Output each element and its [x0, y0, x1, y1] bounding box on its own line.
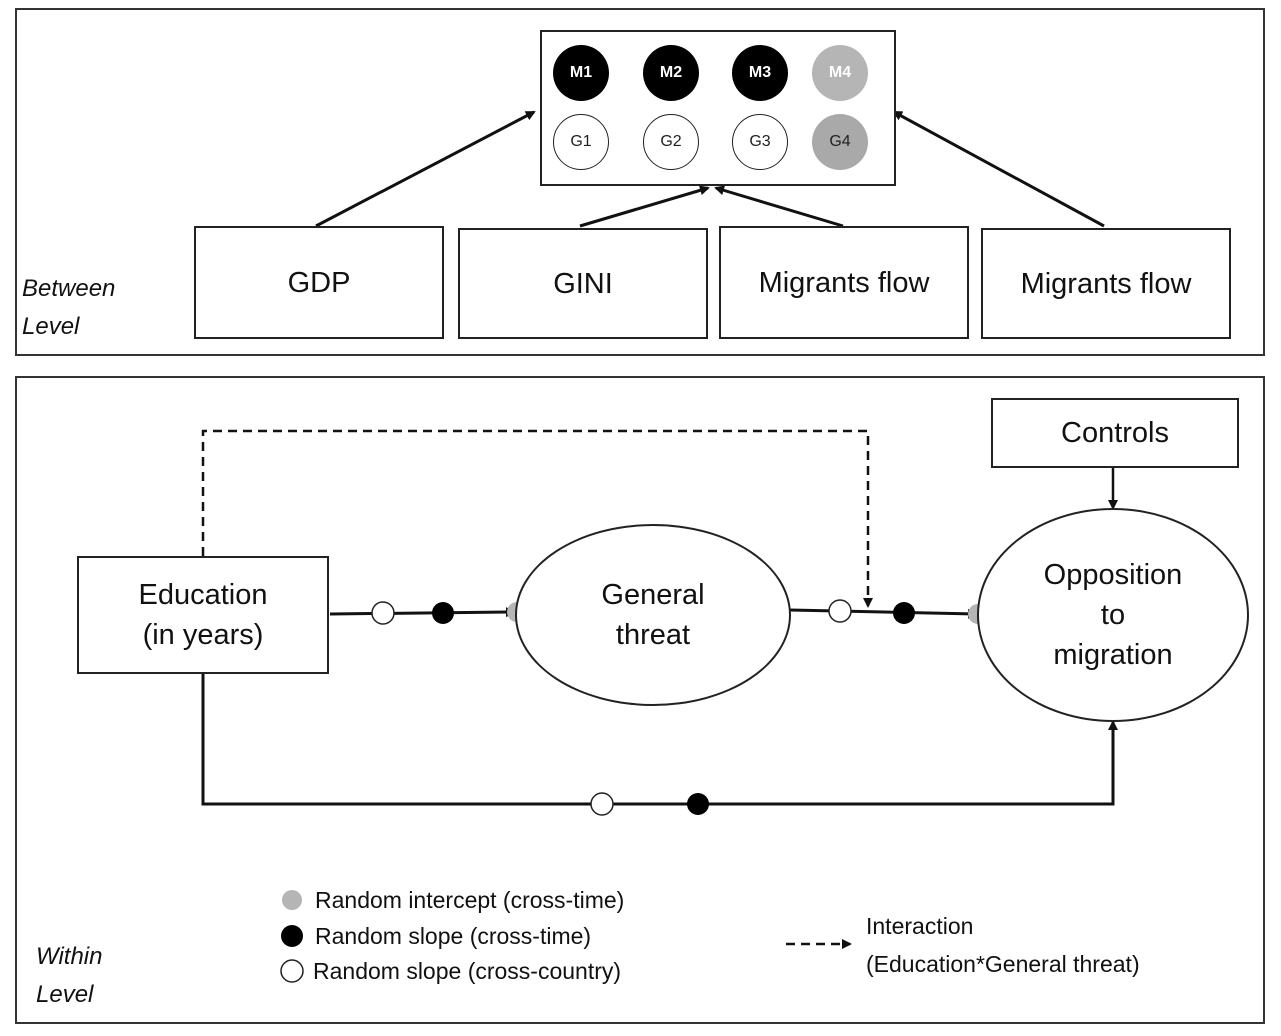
legend-slope-time-text: Random slope (cross-time): [315, 923, 592, 949]
model-circle-g3: G3: [732, 114, 788, 170]
education-box: Education (in years): [77, 556, 329, 674]
between-level-label-line1: Between: [22, 275, 116, 302]
legend-interaction-text-1: Interaction: [866, 913, 974, 939]
model-circle-g1: G1: [553, 114, 609, 170]
threat-to-opposition-arrow: [789, 608, 978, 619]
migrants-flow-label-2: Migrants flow: [1020, 267, 1192, 300]
model-circle-m4: M4: [812, 45, 868, 101]
gini-box: GINI: [458, 228, 708, 339]
random-slope-time-marker: [893, 602, 915, 624]
legend-slope-country-marker: [280, 959, 304, 983]
between-level-label-line2: Level: [22, 313, 80, 340]
random-slope-time-marker: [687, 793, 709, 815]
gdp-arrow: [315, 110, 536, 228]
migrants-flow-label-1: Migrants flow: [758, 266, 930, 299]
opposition-label-line1: Opposition: [1043, 559, 1183, 591]
within-level-label-line2: Level: [36, 981, 94, 1008]
controls-label: Controls: [1061, 417, 1169, 449]
gdp-box: GDP: [194, 226, 444, 339]
migrants-flow-box-2: Migrants flow: [981, 228, 1231, 339]
interaction-dashed-arrow: [201, 429, 873, 608]
model-circle-m2: M2: [643, 45, 699, 101]
education-label-line2: (in years): [142, 619, 264, 651]
general-threat-ellipse: General threat: [515, 524, 791, 706]
legend-intercept-text: Random intercept (cross-time): [315, 887, 625, 913]
migrants-flow-box-1: Migrants flow: [719, 226, 969, 339]
legend-slope-country-text: Random slope (cross-country): [313, 958, 622, 984]
between-level-label: Between Level: [22, 270, 115, 346]
general-threat-label-line1: General: [601, 579, 705, 611]
education-to-threat-arrow: [329, 607, 516, 618]
opposition-label-line3: migration: [1053, 639, 1173, 671]
opposition-ellipse: Opposition to migration: [977, 508, 1249, 722]
controls-box: Controls: [991, 398, 1239, 468]
opposition-label-line2: to: [1100, 599, 1126, 631]
legend-interaction-text-2: (Education*General threat): [866, 951, 1140, 977]
gini-arrow: [579, 185, 710, 228]
legend-intercept-marker: [282, 890, 302, 910]
random-slope-country-marker: [371, 601, 395, 625]
migrants-flow-arrow-2: [892, 110, 1105, 228]
model-circle-m3: M3: [732, 45, 788, 101]
migrants-flow-arrow-1: [714, 185, 844, 228]
general-threat-label-line2: threat: [615, 619, 691, 651]
random-slope-time-marker: [432, 602, 454, 624]
random-slope-country-marker: [590, 792, 614, 816]
education-label-line1: Education: [138, 579, 268, 611]
legend-slope-time-marker: [281, 925, 303, 947]
gini-label: GINI: [553, 267, 613, 300]
education-to-opposition-arrow: [201, 674, 1118, 806]
within-level-label-line1: Within: [36, 943, 103, 970]
within-level-label: Within Level: [36, 938, 102, 1014]
model-circle-m1: M1: [553, 45, 609, 101]
model-circle-g2: G2: [643, 114, 699, 170]
gdp-label: GDP: [287, 266, 351, 299]
model-circle-g4: G4: [812, 114, 868, 170]
random-slope-country-marker: [828, 599, 852, 623]
